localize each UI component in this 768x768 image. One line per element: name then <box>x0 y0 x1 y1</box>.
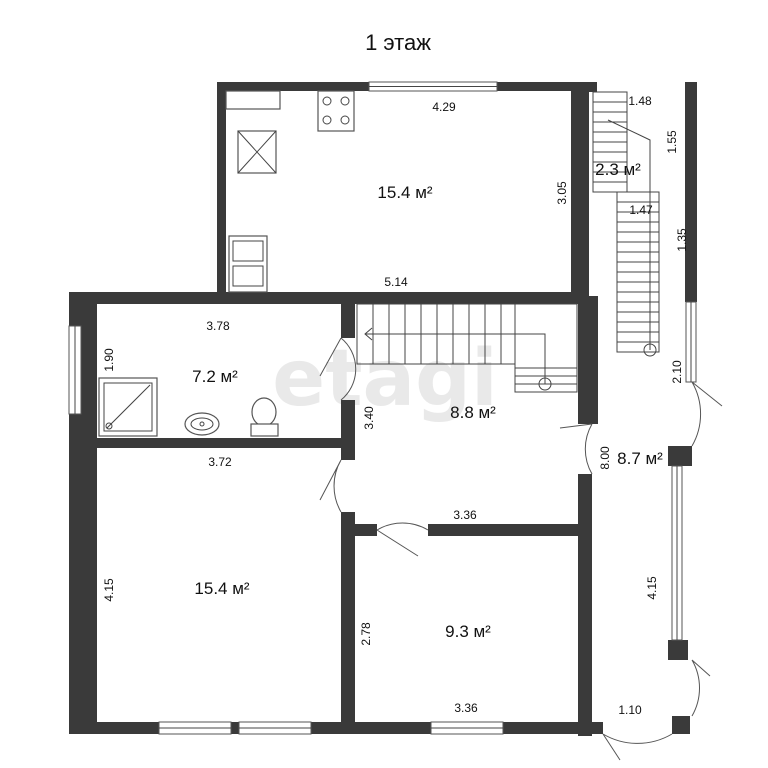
room-left-area-label: 15.4 м² <box>194 579 249 598</box>
dim-kitchen-top: 4.29 <box>432 100 456 114</box>
stair-area-label: 2.3 м² <box>595 160 641 179</box>
washbasin-icon <box>184 412 220 436</box>
sink-icon <box>228 235 268 293</box>
shower-icon <box>98 377 158 437</box>
dim-bath-bottom: 3.72 <box>208 455 232 469</box>
watermark-logo: etagi <box>272 334 497 424</box>
dim-corridor-lower: 4.15 <box>645 576 659 600</box>
dim-bath-left: 1.90 <box>102 348 116 372</box>
stove-icon <box>317 90 355 132</box>
walls <box>69 82 697 736</box>
bath-fixtures <box>98 377 279 437</box>
hall-staircase-icon <box>356 303 578 393</box>
dim-stair-mid: 1.47 <box>629 203 653 217</box>
floor-title: 1 этаж <box>365 30 431 55</box>
kitchen-fixtures <box>225 90 355 293</box>
windows <box>68 81 697 735</box>
dim-corridor-side: 8.00 <box>598 446 612 470</box>
dim-hall-bottom: 3.36 <box>453 508 477 522</box>
dim-corridor-bottom: 1.10 <box>618 703 642 717</box>
bathroom-area-label: 7.2 м² <box>192 367 238 386</box>
dim-stair-right: 1.55 <box>665 130 679 154</box>
counter-icon <box>225 90 281 110</box>
dim-room-right-bottom: 3.36 <box>454 701 478 715</box>
hall-area-label: 8.8 м² <box>450 403 496 422</box>
dimension-labels: 4.29 3.05 5.14 1.48 1.55 1.47 1.35 3.78 … <box>102 94 689 717</box>
dim-stair-top: 1.48 <box>628 94 652 108</box>
dim-room-left-side: 4.15 <box>102 578 116 602</box>
dim-bath-top: 3.78 <box>206 319 230 333</box>
fridge-icon <box>237 130 277 174</box>
dim-kitchen-bottom: 5.14 <box>384 275 408 289</box>
toilet-icon <box>250 397 279 437</box>
doors <box>319 337 723 761</box>
corridor-area-label: 8.7 м² <box>617 449 663 468</box>
dim-hall-left: 3.40 <box>362 406 376 430</box>
room-right-area-label: 9.3 м² <box>445 622 491 641</box>
dim-room-right-side: 2.78 <box>359 622 373 646</box>
kitchen-area-label: 15.4 м² <box>377 183 432 202</box>
dim-kitchen-right: 3.05 <box>555 181 569 205</box>
right-staircase-icon <box>592 91 660 357</box>
dim-stair-side: 1.35 <box>675 228 689 252</box>
dim-corridor-upper: 2.10 <box>670 360 684 384</box>
